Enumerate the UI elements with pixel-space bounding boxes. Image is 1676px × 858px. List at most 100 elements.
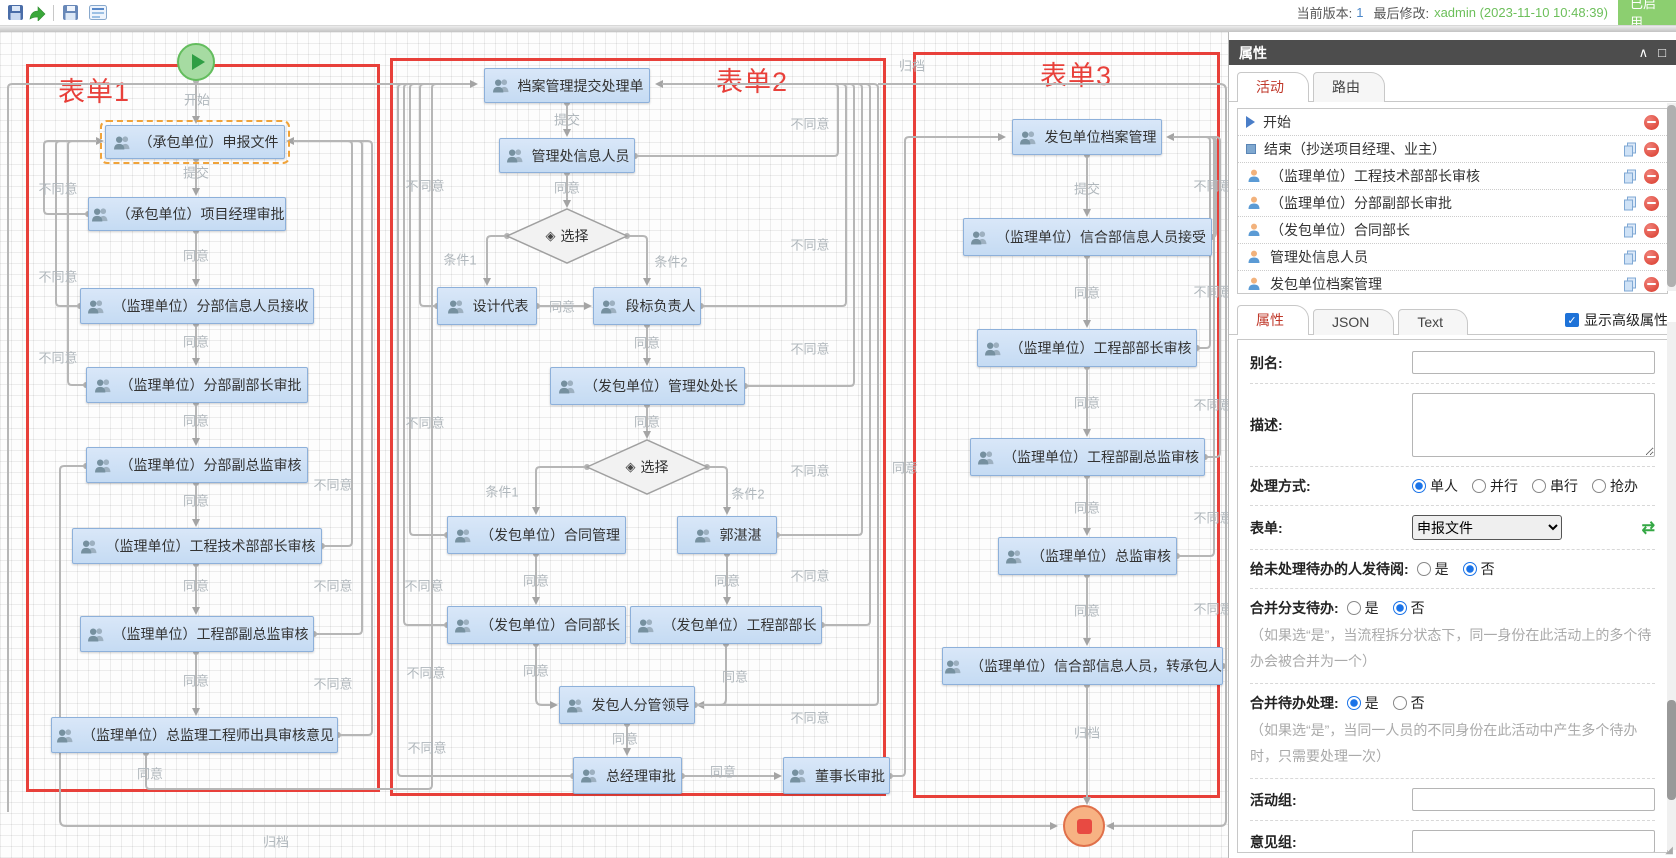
flow-node[interactable]: 发包单位档案管理 — [1012, 119, 1162, 155]
radio-merge_todo-0[interactable] — [1346, 696, 1361, 710]
edge-label: 同意 — [182, 673, 210, 689]
remove-icon[interactable] — [1644, 249, 1659, 265]
activity-list-item[interactable]: （监理单位）分部副部长审批 — [1238, 190, 1667, 217]
mode-radio-group[interactable]: 单人并行串行抢办 — [1412, 476, 1652, 496]
activity-list-item[interactable]: 开始 — [1238, 109, 1667, 136]
flow-node[interactable]: 设计代表 — [437, 287, 537, 325]
copy-icon[interactable] — [1623, 250, 1638, 265]
collapse-icon[interactable]: ∧ — [1638, 44, 1649, 60]
forward-icon[interactable] — [26, 3, 48, 23]
flow-node[interactable]: （承包单位）申报文件 — [100, 120, 290, 164]
desc-textarea[interactable] — [1412, 393, 1655, 457]
tab-activity[interactable]: 活动 — [1237, 72, 1309, 102]
list-scrollbar[interactable] — [1667, 103, 1676, 291]
radio-mode-1[interactable] — [1472, 479, 1486, 493]
refresh-icon[interactable]: ⇄ — [1641, 519, 1655, 537]
flow-node[interactable]: （发包单位）合同管理 — [447, 516, 626, 554]
edge-label: 不同意 — [38, 181, 78, 197]
radio-label: 并行 — [1490, 478, 1518, 494]
start-node[interactable] — [177, 43, 215, 81]
flow-node[interactable]: （监理单位）信合部信息人员接受 — [963, 218, 1212, 256]
flow-node[interactable]: 郭湛湛 — [677, 516, 777, 554]
activity-list-item[interactable]: （发包单位）合同部长 — [1238, 217, 1667, 244]
activity-list-item[interactable]: 管理处信息人员 — [1238, 244, 1667, 271]
opinion-group-input[interactable] — [1412, 830, 1655, 852]
activity-group-input[interactable] — [1412, 788, 1655, 811]
tab-text[interactable]: Text — [1398, 309, 1469, 335]
copy-icon[interactable] — [1623, 277, 1638, 292]
activity-list-item[interactable]: （监理单位）工程技术部部长审核 — [1238, 163, 1667, 190]
activity-list-item[interactable]: 发包单位档案管理 — [1238, 271, 1667, 293]
flow-node[interactable]: （监理单位）分部副总监审核 — [86, 447, 308, 483]
flow-node[interactable]: （承包单位）项目经理审批 — [88, 197, 286, 231]
merge-branch-radio-group[interactable]: 是否 — [1346, 598, 1439, 618]
flow-node-label: 设计代表 — [472, 298, 529, 314]
end-icon — [1246, 144, 1256, 154]
resize-grip[interactable]: ◢ — [1665, 845, 1673, 856]
remove-icon[interactable] — [1644, 222, 1659, 238]
copy-icon[interactable] — [1623, 169, 1638, 184]
flow-node[interactable]: （监理单位）总监理工程师出具审核意见 — [51, 717, 338, 753]
version-label: 当前版本: — [1296, 6, 1353, 21]
flow-node[interactable]: （监理单位）工程技术部部长审核 — [72, 528, 322, 564]
person-icon — [1248, 196, 1260, 209]
desc-label: 描述: — [1250, 417, 1283, 433]
flow-node[interactable]: （监理单位）工程部部长审核 — [977, 329, 1197, 367]
flow-node[interactable]: 段标负责人 — [593, 287, 701, 325]
radio-mode-2[interactable] — [1532, 479, 1546, 493]
flow-node[interactable]: （监理单位）工程部副总监审核 — [80, 616, 314, 652]
flow-node[interactable]: 管理处信息人员 — [499, 138, 635, 173]
radio-notify-1[interactable] — [1462, 562, 1477, 576]
edge-label: 不同意 — [1193, 397, 1228, 413]
flow-node[interactable]: 档案管理提交处理单 — [484, 68, 650, 103]
remove-icon[interactable] — [1644, 141, 1659, 157]
remove-icon[interactable] — [1644, 168, 1659, 184]
maximize-icon[interactable]: □ — [1658, 44, 1666, 60]
users-icon — [1006, 549, 1022, 564]
opinion-group-label: 意见组: — [1250, 833, 1297, 850]
choice-node[interactable]: ◈选择 — [546, 226, 589, 246]
flow-node[interactable]: （发包单位）工程部部长 — [630, 606, 822, 644]
flow-node[interactable]: （发包单位）管理处处长 — [550, 367, 745, 405]
form-scrollbar[interactable] — [1667, 322, 1676, 850]
choice-node[interactable]: ◈选择 — [626, 457, 669, 477]
flow-node[interactable]: （监理单位）信合部信息人员，转承包人 — [942, 647, 1223, 685]
form-select[interactable]: 申报文件 — [1412, 515, 1562, 540]
flow-node[interactable]: （监理单位）工程部副总监审核 — [970, 438, 1205, 476]
notify-radio-group[interactable]: 是否 — [1416, 559, 1509, 579]
edge-label: 同意 — [548, 299, 576, 315]
radio-mode-3[interactable] — [1592, 479, 1606, 493]
remove-icon[interactable] — [1644, 195, 1659, 211]
copy-icon[interactable] — [1623, 196, 1638, 211]
flow-node[interactable]: （监理单位）分部副部长审批 — [86, 367, 308, 403]
radio-merge_todo-1[interactable] — [1392, 696, 1407, 710]
flow-node[interactable]: 总经理审批 — [573, 757, 682, 794]
radio-mode-0[interactable] — [1412, 479, 1426, 493]
flow-node[interactable]: （监理单位）总监审核 — [998, 537, 1177, 575]
alias-input[interactable] — [1412, 351, 1655, 374]
copy-icon[interactable] — [1623, 223, 1638, 238]
remove-icon[interactable] — [1644, 276, 1659, 292]
flow-node[interactable]: 发包人分管领导 — [559, 686, 695, 724]
flow-node[interactable]: （监理单位）分部信息人员接收 — [80, 288, 314, 324]
flow-node-label: 董事长审批 — [815, 767, 885, 784]
flow-node[interactable]: 董事长审批 — [783, 757, 890, 794]
tab-json[interactable]: JSON — [1313, 309, 1395, 335]
tab-properties[interactable]: 属性 — [1237, 305, 1309, 335]
flow-node[interactable]: （发包单位）合同部长 — [447, 606, 626, 644]
radio-merge_branch-0[interactable] — [1346, 601, 1361, 615]
remove-icon[interactable] — [1644, 114, 1659, 130]
activity-list-item[interactable]: 结束（抄送项目经理、业主） — [1238, 136, 1667, 163]
radio-notify-0[interactable] — [1416, 562, 1431, 576]
save-icon[interactable] — [4, 3, 26, 23]
advanced-checkbox[interactable]: ✓ — [1565, 313, 1579, 327]
copy-icon[interactable] — [1623, 142, 1638, 157]
radio-merge_branch-1[interactable] — [1392, 601, 1407, 615]
choice-icon: ◈ — [625, 459, 636, 474]
tab-route[interactable]: 路由 — [1313, 72, 1385, 102]
merge-todo-radio-group[interactable]: 是否 — [1346, 693, 1439, 713]
save-as-icon[interactable] — [59, 3, 81, 23]
end-node[interactable] — [1063, 805, 1105, 847]
form-list-icon[interactable] — [87, 3, 109, 23]
